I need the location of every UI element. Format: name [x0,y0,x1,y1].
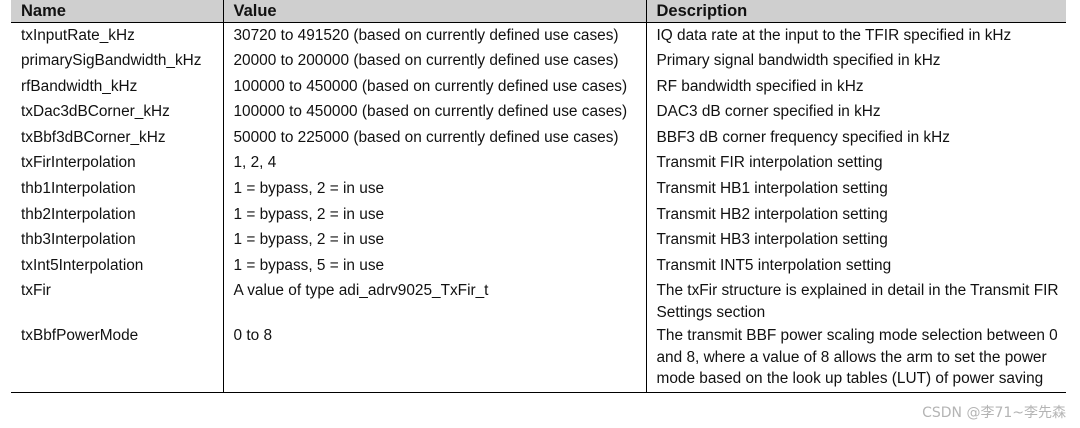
cell-description: RF bandwidth specified in kHz [645,73,1066,100]
header-value: Value [222,0,646,23]
cell-description: Transmit HB1 interpolation setting [645,176,1066,202]
cell-description: Transmit INT5 interpolation setting [645,252,1066,279]
cell-name: txBbfPowerMode [11,323,223,393]
cell-value: 1, 2, 4 [222,150,646,177]
cell-value: A value of type adi_adrv9025_TxFir_t [222,278,646,324]
header-row: Name Value Description [11,0,1066,23]
cell-name: thb2Interpolation [21,205,136,223]
cell-description: The txFir structure is explained in deta… [645,278,1066,324]
cell-name: txFir [21,282,51,300]
cell-value: 100000 to 450000 (based on currently def… [222,73,646,100]
cell-name: thb1Interpolation [21,180,136,198]
header-name: Name [11,0,223,23]
table-row: txBbfPowerMode 0 to 8 The transmit BBF p… [11,323,1066,393]
cell-description: Transmit FIR interpolation setting [645,150,1066,177]
cell-description: DAC3 dB corner specified in kHz [645,99,1066,125]
table-header: Name Value Description [11,0,1066,23]
table-row: thb2Interpolation 1 = bypass, 2 = in use… [11,201,1066,228]
table-row: primarySigBandwidth_kHz 20000 to 200000 … [11,48,1066,74]
cell-description: BBF3 dB corner frequency specified in kH… [645,124,1066,151]
table-row: txDac3dBCorner_kHz 100000 to 450000 (bas… [11,99,1066,125]
watermark-text: CSDN @李71~李先森 [922,405,1066,421]
cell-name: txInputRate_kHz [21,27,135,44]
table-row: rfBandwidth_kHz 100000 to 450000 (based … [11,73,1066,100]
cell-name: txDac3dBCorner_kHz [21,103,170,121]
cell-value: 1 = bypass, 2 = in use [222,227,646,253]
table-row: txInputRate_kHz 30720 to 491520 (based o… [11,22,1066,49]
cell-description: Primary signal bandwidth specified in kH… [645,48,1066,74]
cell-value: 1 = bypass, 5 = in use [222,252,646,279]
table-row: txFirInterpolation 1, 2, 4 Transmit FIR … [11,150,1066,177]
parameter-table: Name Value Description txInputRate_kHz 3… [11,0,1066,393]
cell-description: The transmit BBF power scaling mode sele… [645,323,1066,393]
table-row: txInt5Interpolation 1 = bypass, 5 = in u… [11,252,1066,279]
cell-value: 1 = bypass, 2 = in use [222,176,646,202]
cell-description: IQ data rate at the input to the TFIR sp… [645,22,1066,49]
table-row: thb3Interpolation 1 = bypass, 2 = in use… [11,227,1066,253]
cell-value: 20000 to 200000 (based on currently defi… [222,48,646,74]
cell-name: txInt5Interpolation [21,256,144,274]
cell-name: txFirInterpolation [21,154,136,172]
cell-value: 0 to 8 [222,323,646,393]
header-description: Description [645,0,1066,23]
cell-description: Transmit HB2 interpolation setting [645,201,1066,228]
cell-description: Transmit HB3 interpolation setting [645,227,1066,253]
table-body: txInputRate_kHz 30720 to 491520 (based o… [11,22,1066,393]
cell-name: txBbf3dBCorner_kHz [21,128,166,146]
cell-value: 1 = bypass, 2 = in use [222,201,646,228]
cell-value: 100000 to 450000 (based on currently def… [222,99,646,125]
cell-name: primarySigBandwidth_kHz [21,52,202,70]
cell-value: 30720 to 491520 (based on currently defi… [222,22,646,49]
table-row: txFir A value of type adi_adrv9025_TxFir… [11,278,1066,324]
cell-value: 50000 to 225000 (based on currently defi… [222,124,646,151]
table-row: thb1Interpolation 1 = bypass, 2 = in use… [11,176,1066,202]
cell-name: thb3Interpolation [21,231,136,249]
cell-name: rfBandwidth_kHz [21,77,138,95]
table-row: txBbf3dBCorner_kHz 50000 to 225000 (base… [11,124,1066,151]
